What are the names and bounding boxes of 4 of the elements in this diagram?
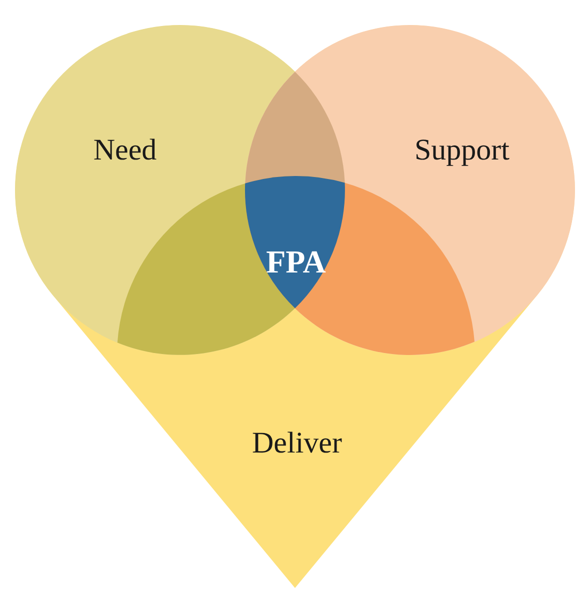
region-label: Support [414,134,510,166]
region-label: Deliver [252,426,342,460]
region-label: Need [93,134,157,166]
region-label: FPA [266,244,326,280]
